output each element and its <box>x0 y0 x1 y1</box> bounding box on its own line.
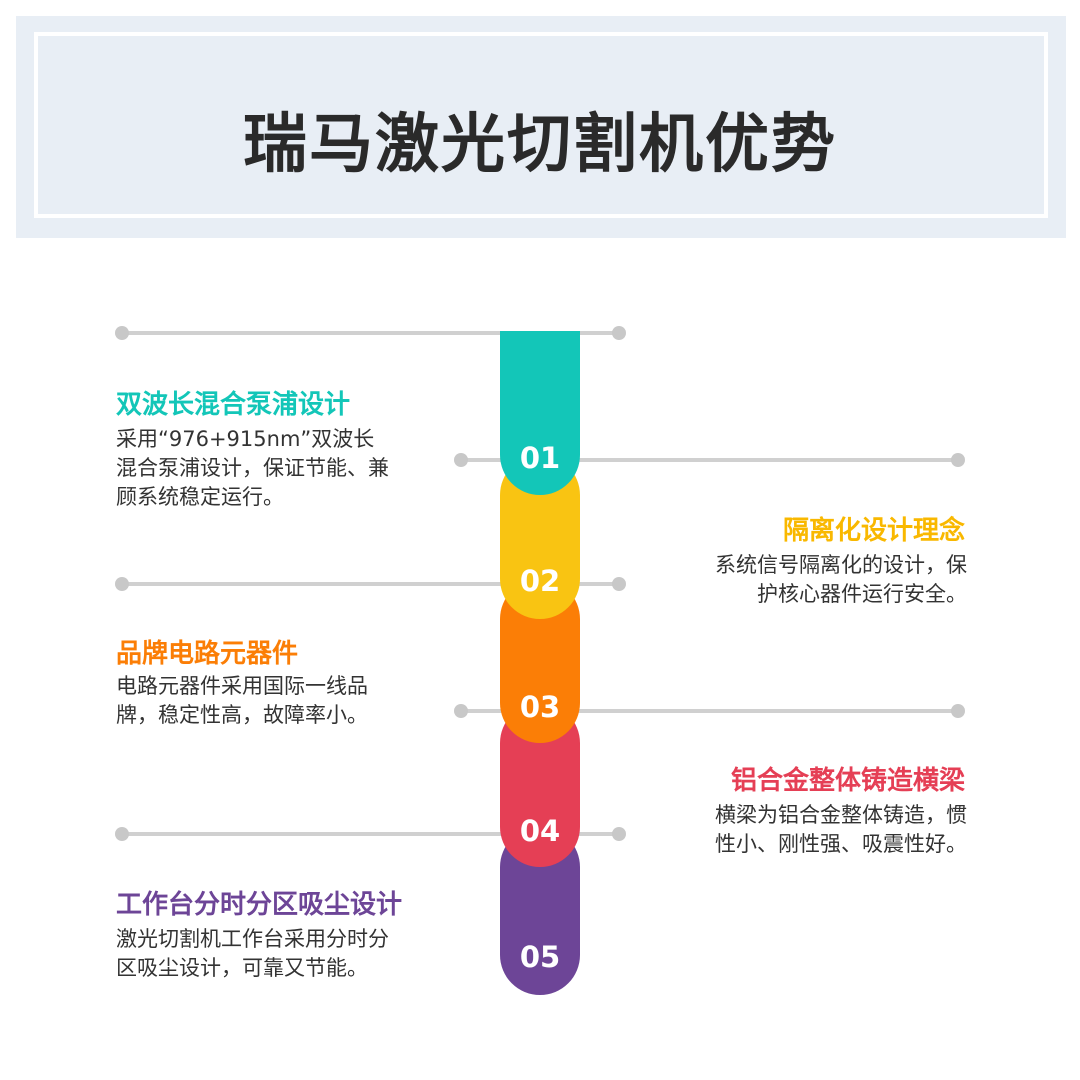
item-desc-02: 系统信号隔离化的设计，保 护核心器件运行安全。 <box>715 553 967 606</box>
step-number-05: 05 <box>519 940 561 974</box>
item-title-03: 品牌电路元器件 <box>116 639 299 669</box>
connector-dot <box>951 453 965 467</box>
connector-line-02 <box>122 582 620 586</box>
connector-dot <box>612 577 626 591</box>
connector-dot <box>612 827 626 841</box>
step-number-04: 04 <box>519 814 561 848</box>
connector-line-top-left <box>122 331 620 335</box>
step-number-03: 03 <box>519 690 561 724</box>
connector-line-01 <box>461 458 958 462</box>
item-desc-01: 采用“976+915nm”双波长 混合泵浦设计，保证节能、兼 顾系统稳定运行。 <box>116 427 389 509</box>
connector-dot <box>454 453 468 467</box>
header-band <box>16 16 1066 238</box>
connector-dot <box>951 704 965 718</box>
connector-dot <box>612 326 626 340</box>
item-title-01: 双波长混合泵浦设计 <box>116 390 351 420</box>
connector-line-03 <box>461 709 958 713</box>
ribbon-segment-01 <box>500 331 580 495</box>
item-title-04: 铝合金整体铸造横梁 <box>730 766 965 796</box>
connector-dot <box>115 326 129 340</box>
header-frame <box>34 32 1048 218</box>
page-title: 瑞马激光切割机优势 <box>243 108 837 182</box>
connector-line-04 <box>122 832 620 836</box>
step-number-01: 01 <box>519 441 561 475</box>
connector-dot <box>115 827 129 841</box>
item-title-02: 隔离化设计理念 <box>782 516 965 546</box>
step-number-02: 02 <box>519 564 561 598</box>
item-desc-03: 电路元器件采用国际一线品 牌，稳定性高，故障率小。 <box>116 674 368 727</box>
item-desc-05: 激光切割机工作台采用分时分 区吸尘设计，可靠又节能。 <box>116 927 389 980</box>
item-title-05: 工作台分时分区吸尘设计 <box>116 890 403 920</box>
connector-dot <box>454 704 468 718</box>
connector-dot <box>115 577 129 591</box>
item-desc-04: 横梁为铝合金整体铸造，惯 性小、刚性强、吸震性好。 <box>715 803 967 856</box>
